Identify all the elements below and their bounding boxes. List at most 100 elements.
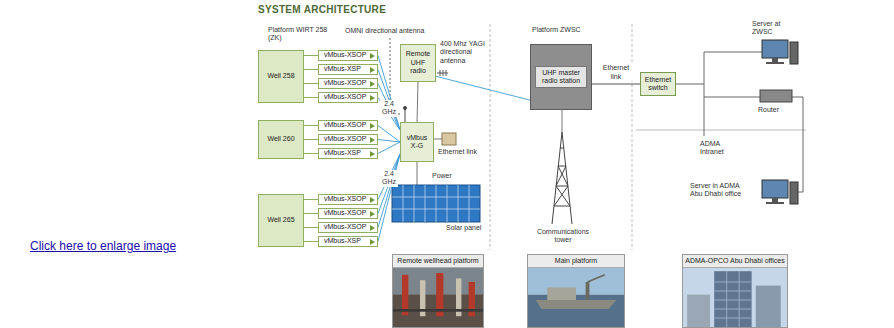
column-divider bbox=[632, 24, 633, 250]
connector-line bbox=[436, 76, 530, 100]
device-box: Remote UHF radio bbox=[400, 44, 436, 82]
well-box: Well 258 bbox=[258, 50, 304, 103]
ethernet-cable bbox=[434, 139, 442, 140]
server-label: Server in ADMA Abu Dhabi office bbox=[690, 182, 750, 199]
solar-panel bbox=[392, 185, 480, 222]
connector-line bbox=[378, 56, 400, 131]
module-box: vMbus-XSP bbox=[318, 148, 378, 159]
server-computer bbox=[762, 180, 798, 204]
panel-label: Solar panel bbox=[446, 224, 490, 232]
module-box: vMbus-XSOP bbox=[318, 194, 378, 205]
connector-line bbox=[304, 69, 318, 70]
connector-line bbox=[378, 154, 400, 242]
device-box: vMbus X-G bbox=[400, 122, 434, 162]
communications-tower bbox=[552, 132, 572, 224]
module-box: vMbus-XSP bbox=[318, 236, 378, 247]
network-label: ADMA Intranet bbox=[700, 140, 734, 157]
connector-line bbox=[378, 84, 400, 131]
antenna-label: 400 Mhz YAGI directional antenna bbox=[440, 40, 494, 65]
radio-station-box: UHF master radio station bbox=[530, 44, 592, 110]
power-label: Power bbox=[432, 172, 462, 180]
frequency-label: 2.4 GHz bbox=[380, 100, 398, 117]
well-box: Well 260 bbox=[258, 120, 304, 159]
node-text: Remote UHF radio bbox=[403, 50, 433, 75]
connector-line bbox=[304, 241, 318, 242]
node-text: Remote wellhead platform bbox=[393, 255, 483, 268]
platform-label: Platform ZWSC bbox=[532, 26, 602, 34]
connector-line bbox=[378, 154, 400, 228]
connector-line bbox=[304, 97, 318, 98]
connector-line bbox=[378, 154, 400, 214]
node-text: vMbus-XSOP bbox=[324, 209, 366, 217]
connector-line bbox=[304, 83, 318, 84]
node-text: vMbus-XSOP bbox=[324, 135, 366, 143]
node-text: vMbus-XSOP bbox=[324, 195, 366, 203]
module-box: vMbus-XSOP bbox=[318, 134, 378, 145]
node-text: vMbus-XSP bbox=[324, 149, 361, 157]
connector-line bbox=[304, 213, 318, 214]
column-divider bbox=[490, 24, 491, 250]
tower-label: Communications tower bbox=[528, 228, 598, 245]
section-divider bbox=[636, 130, 806, 131]
omni-antenna-symbol bbox=[404, 107, 407, 123]
tower-feed bbox=[562, 110, 563, 132]
yagi-antenna-symbol bbox=[437, 70, 448, 76]
connector-line bbox=[378, 70, 400, 131]
switch-box: Ethernet switch bbox=[640, 72, 676, 96]
connector-line bbox=[378, 154, 400, 200]
diagram-title: SYSTEM ARCHITECTURE bbox=[258, 4, 386, 15]
router-device bbox=[760, 90, 792, 102]
connector-line bbox=[592, 84, 640, 85]
ethernet-device bbox=[442, 133, 456, 145]
photo-panel: ADMA-OPCO Abu Dhabi offices bbox=[682, 254, 788, 328]
node-text: UHF master radio station bbox=[535, 66, 587, 89]
power-cable bbox=[417, 162, 418, 185]
node-text: Well 260 bbox=[267, 135, 294, 143]
node-text: Ethernet switch bbox=[643, 76, 673, 93]
node-text: vMbus X-G bbox=[403, 134, 431, 151]
node-text: Well 265 bbox=[267, 216, 294, 224]
connector-line bbox=[378, 140, 400, 143]
device-label: Ethernet link bbox=[438, 148, 490, 156]
module-box: vMbus-XSOP bbox=[318, 92, 378, 103]
node-text: ADMA-OPCO Abu Dhabi offices bbox=[683, 255, 787, 268]
module-box: vMbus-XSOP bbox=[318, 208, 378, 219]
module-box: vMbus-XSOP bbox=[318, 78, 378, 89]
connector-line bbox=[304, 227, 318, 228]
connector-line bbox=[378, 126, 400, 143]
network-wires bbox=[676, 52, 803, 192]
well-box: Well 265 bbox=[258, 194, 304, 247]
photo-panel: Remote wellhead platform bbox=[392, 254, 484, 328]
node-text: Well 258 bbox=[267, 72, 294, 80]
router-label: Router bbox=[758, 106, 798, 114]
connector-line bbox=[378, 142, 400, 154]
frequency-label: 2.4 GHz bbox=[380, 170, 398, 187]
photo-panel: Main platform bbox=[527, 254, 625, 328]
server-label: Server at ZWSC bbox=[752, 20, 798, 37]
connector-line bbox=[304, 139, 318, 140]
module-box: vMbus-XSOP bbox=[318, 50, 378, 61]
edge-label: Ethernet link bbox=[599, 64, 633, 81]
connector-line bbox=[304, 199, 318, 200]
connector-line bbox=[417, 82, 418, 122]
platform-label: Platform WIRT 258 (ZK) bbox=[268, 26, 338, 43]
node-text: vMbus-XSOP bbox=[324, 51, 366, 59]
connector-line bbox=[304, 55, 318, 56]
node-text: vMbus-XSOP bbox=[324, 93, 366, 101]
node-text: vMbus-XSOP bbox=[324, 121, 366, 129]
module-box: vMbus-XSP bbox=[318, 64, 378, 75]
node-text: vMbus-XSOP bbox=[324, 79, 366, 87]
node-text: Main platform bbox=[528, 255, 624, 268]
node-text: vMbus-XSOP bbox=[324, 223, 366, 231]
connector-line bbox=[304, 125, 318, 126]
module-box: vMbus-XSOP bbox=[318, 222, 378, 233]
node-text: vMbus-XSP bbox=[324, 65, 361, 73]
connector-line bbox=[304, 153, 318, 154]
antenna-label: OMNI directional antenna bbox=[345, 27, 424, 35]
server-computer bbox=[762, 40, 798, 64]
image-link: Click here to enlarge image bbox=[30, 239, 176, 253]
connector-line bbox=[378, 98, 400, 131]
module-box: vMbus-XSOP bbox=[318, 120, 378, 131]
